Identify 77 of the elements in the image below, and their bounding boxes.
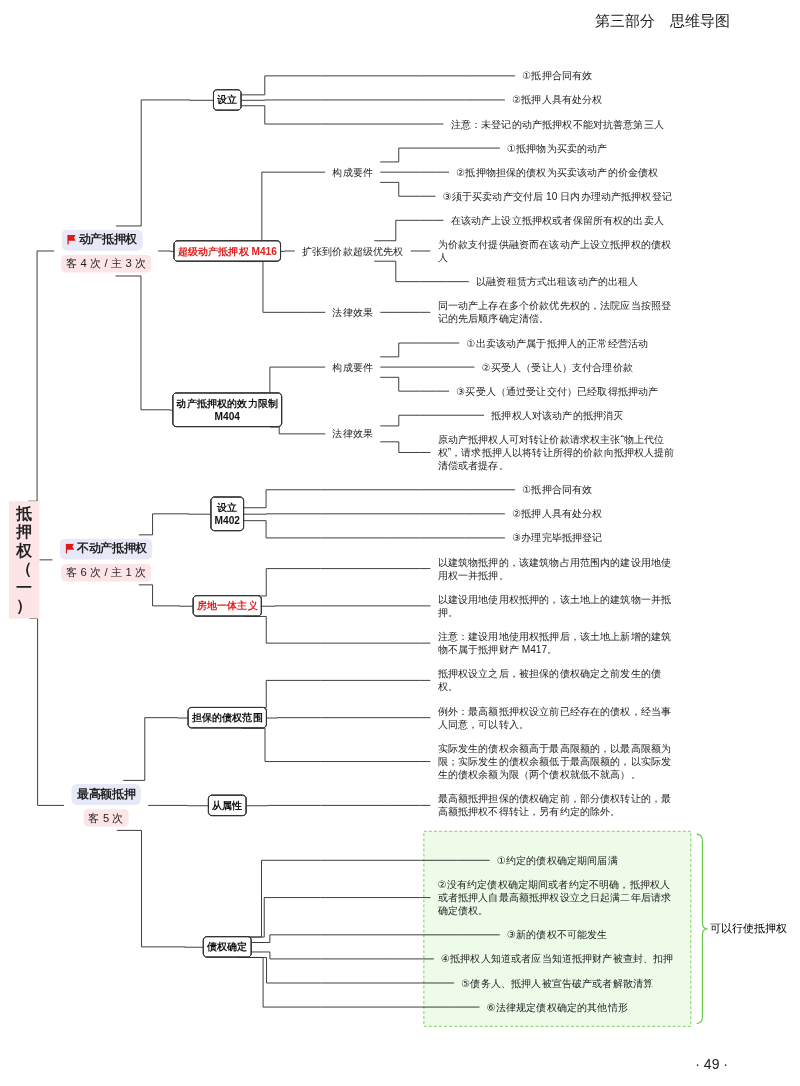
node-text: ③买受人（通过受让交付）已经取得抵押动产	[456, 385, 659, 397]
node-text: 构成要件	[332, 166, 374, 178]
connector	[251, 951, 435, 960]
connector	[243, 520, 506, 539]
node-text: ①出卖该动产属于抵押人的正常经营活动	[466, 337, 649, 349]
node-text: 注意：未登记的动产抵押权不能对抗善意第三人	[450, 118, 664, 130]
node-text: ③须于买卖动产交付后 10 日内办理动产抵押权登记	[442, 190, 672, 202]
page-number: · 49 ·	[695, 1056, 728, 1072]
connector	[246, 804, 431, 807]
node-text: 注意：建设用地使用权抵押后，该土地上新增的建筑物不属于抵押财产 M417。	[437, 630, 672, 656]
connector	[266, 717, 431, 719]
connector	[240, 99, 506, 101]
connector	[157, 250, 175, 252]
node-text: 构成要件	[332, 361, 374, 373]
node-text: 例外：最高额抵押权设立前已经存在的债权，经当事人同意，可以转入。	[437, 705, 672, 730]
connector	[243, 513, 506, 515]
node-box: 抵押权（一）	[8, 501, 40, 619]
connector	[379, 311, 431, 313]
connector	[138, 584, 194, 607]
connector	[379, 441, 431, 453]
connector	[379, 181, 436, 197]
node-text: 同一动产上存在多个价款优先权的，法院应当按照登记的先后顺序确定清偿。	[437, 299, 672, 325]
node-text: ①抵押合同有效	[522, 483, 593, 496]
connector	[379, 342, 460, 358]
node-text: 法律效果	[332, 427, 374, 440]
node-text: 扩张到价款超级优先权	[301, 245, 404, 257]
node-text: 为价款支付提供融资而在该动产上设立抵押权的债权人	[437, 238, 672, 264]
connector	[243, 489, 516, 509]
node-text: 原动产抵押权人可对转让价款请求权主张“物上代位权”，请求抵押人以将转让所得的价款向抵押权人提前清偿或者提存。	[437, 433, 675, 472]
connector	[240, 105, 444, 125]
node-text: 在该动产上设立抵押权或者保留所有权的出卖人	[450, 214, 664, 227]
connector	[379, 147, 501, 163]
node-text: ①抵押合同有效	[522, 69, 593, 82]
connector	[115, 275, 174, 411]
node-text: 最高额抵押担保的债权确定前，部分债权转让的，最高额抵押权不得转让，另有约定的除外。	[437, 792, 672, 818]
connector	[122, 717, 189, 781]
node-text: ②抵押人具有处分权	[512, 507, 603, 520]
node-text: ⑤债务人、抵押人被宣告破产或者解散清算	[461, 977, 654, 989]
node-box: 动产抵押权	[61, 229, 143, 251]
node-text: ①约定的债权确定期间届满	[496, 854, 618, 867]
node-text: ⑥法律规定债权确定的其他情形	[486, 1001, 628, 1013]
node-text: 法律效果	[332, 306, 374, 319]
node-text: ②抵押人具有处分权	[512, 94, 603, 106]
connector	[379, 414, 485, 427]
connector	[240, 75, 516, 96]
node-text: ②没有约定债权确定期间或者约定不明确，抵押权人或者抵押人自最高额抵押权设立之日起满二年后请求确定债权。	[437, 878, 672, 917]
node-text: 抵押权人对该动产的抵押消灭	[491, 409, 624, 421]
connector	[251, 934, 501, 943]
connector	[280, 250, 296, 252]
count-badge: 客 5 次	[83, 809, 129, 827]
node-text: ③新的债权不可能发生	[507, 928, 608, 941]
connector	[116, 829, 205, 948]
node-text: ①抵押物为买卖的动产	[507, 142, 608, 154]
brace-note: 可以行使抵押权	[710, 922, 788, 935]
count-badge: 客 4 次 / 主 3 次	[61, 254, 151, 273]
node-text: ③办理完毕抵押登记	[512, 532, 603, 544]
node-text: 以建筑物抵押的，该建筑物占用范围内的建设用地使用权一并抵押。	[437, 556, 672, 581]
connector	[115, 99, 215, 227]
connector	[147, 804, 210, 807]
connector	[379, 171, 450, 173]
node-box: 不动产抵押权	[59, 538, 153, 560]
node-text: 以建设用地使用权抵押的，该土地上的建筑物一并抵押。	[437, 593, 672, 619]
node-text: 抵押权设立之后，被担保的债权确定之前发生的债权。	[437, 667, 662, 693]
connector	[38, 559, 53, 561]
connector	[261, 605, 431, 607]
cluster	[423, 830, 692, 1027]
count-badge: 客 6 次 / 主 1 次	[61, 563, 151, 582]
node-text: ④抵押权人知道或者应当知道抵押财产被查封、扣押	[441, 953, 674, 965]
connector	[379, 376, 450, 392]
node-text: ②买受人（受让人）支付合理价款	[481, 361, 633, 373]
connector	[373, 219, 444, 242]
node-text: 实际发生的债权余额高于最高限额的，以最高限额为限；实际发生的债权余额低于最高限额的，以实际发生的债权余额为限（两个债权就低不就高）。	[437, 742, 672, 781]
node-text: ②抵押物担保的债权为买卖该动产的价金债权	[456, 166, 659, 178]
node-text: 以融资租赁方式出租该动产的出租人	[476, 275, 639, 288]
connector	[373, 260, 470, 283]
connector	[138, 513, 212, 536]
page-header: 第三部分 思维导图	[595, 12, 730, 31]
